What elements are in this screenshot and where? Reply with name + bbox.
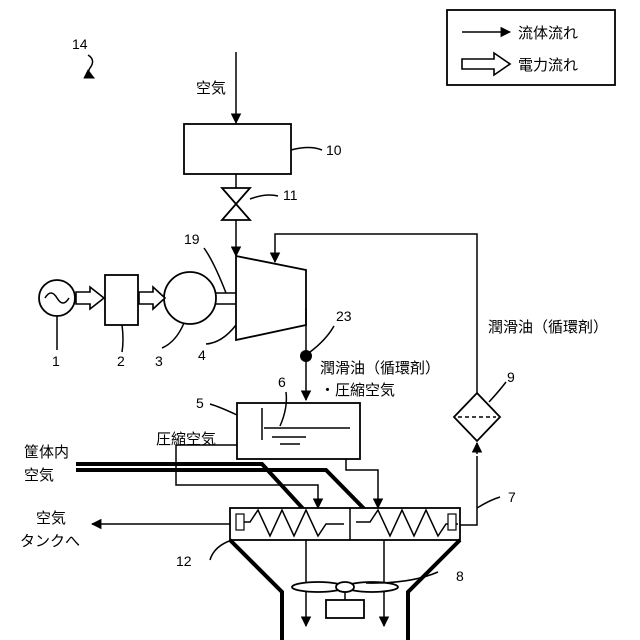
ref-11: 11 xyxy=(283,187,298,203)
ref-8: 8 xyxy=(456,568,464,584)
fan-motor xyxy=(326,600,364,618)
separator-tank xyxy=(237,403,360,459)
ref-4: 4 xyxy=(198,347,206,363)
inverter-box xyxy=(105,275,138,325)
ref-9-leader xyxy=(489,382,506,402)
ref-7-leader xyxy=(477,497,500,508)
ref-10: 10 xyxy=(326,142,342,158)
legend-fluid-label: 流体流れ xyxy=(518,24,578,42)
compressor-body xyxy=(236,256,306,340)
fan-hood-right xyxy=(408,540,460,640)
ref-11-leader xyxy=(250,195,278,199)
fan-hood-left xyxy=(230,540,282,640)
ref-3: 3 xyxy=(155,353,163,369)
ref-system: 14 xyxy=(72,36,88,52)
ref-1: 1 xyxy=(52,353,60,369)
ref-4-leader xyxy=(206,325,236,344)
enclosure-air-label-1: 筐体内 xyxy=(24,443,69,461)
ref-23: 23 xyxy=(336,308,352,324)
to-tank-label-1: 空気 xyxy=(36,509,66,527)
ref-6: 6 xyxy=(278,374,286,390)
oil-outlet-pipe xyxy=(460,456,477,525)
oil-pipe-to-cooler xyxy=(346,459,378,508)
oil-cooler-header xyxy=(448,514,456,530)
valve-symbol xyxy=(222,188,250,220)
lube-oil-air-label-2: ・圧縮空気 xyxy=(320,381,395,399)
lube-oil-return-label: 潤滑油（循環剤） xyxy=(488,318,608,336)
ref-3-leader xyxy=(162,323,184,348)
ref-23-leader xyxy=(310,326,334,352)
ref-2: 2 xyxy=(117,353,125,369)
legend: 流体流れ 電力流れ xyxy=(447,10,615,85)
power-arrow-inverter-motor xyxy=(139,287,165,309)
suction-filter-box xyxy=(184,124,291,174)
motor-circle xyxy=(164,272,216,324)
legend-power-label: 電力流れ xyxy=(518,56,578,74)
ref-12-leader xyxy=(210,540,232,560)
fan-hub xyxy=(336,582,354,592)
ref-12: 12 xyxy=(176,553,192,569)
ref-19: 19 xyxy=(184,231,200,247)
ref-2-leader xyxy=(122,325,123,352)
to-tank-label-2: タンクへ xyxy=(20,532,80,550)
ref-system-leader xyxy=(88,55,94,78)
lube-oil-air-label-1: 潤滑油（循環剤） xyxy=(320,359,440,377)
ref-5-leader xyxy=(210,404,237,415)
ref-5: 5 xyxy=(196,395,204,411)
power-arrow-source-inverter xyxy=(76,287,104,309)
ref-9: 9 xyxy=(507,369,515,385)
air-inlet-label: 空気 xyxy=(196,79,226,97)
air-cooler-header xyxy=(236,514,244,530)
ref-7: 7 xyxy=(508,489,516,505)
enclosure-air-label-2: 空気 xyxy=(24,466,54,484)
ref-10-leader xyxy=(291,148,322,151)
